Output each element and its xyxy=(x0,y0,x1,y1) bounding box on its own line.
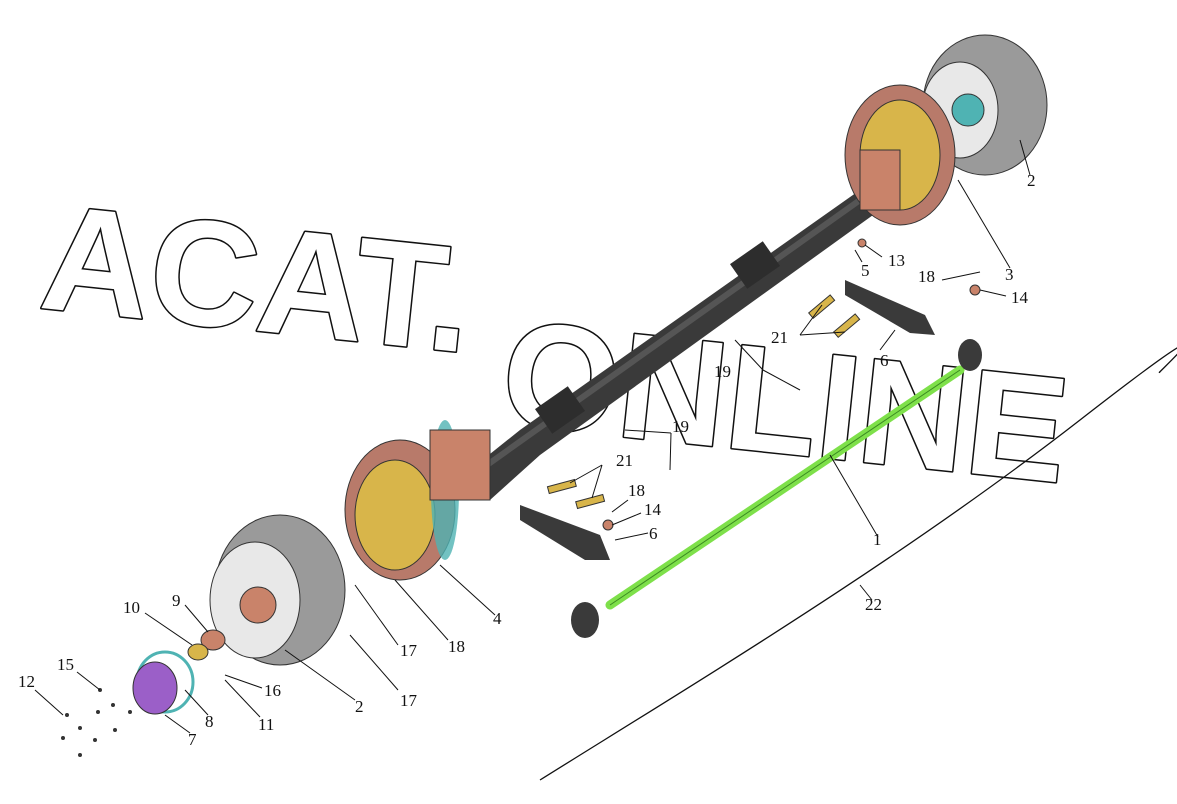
callout-22: 22 xyxy=(865,595,882,614)
brake-drum-left xyxy=(209,514,346,666)
callout-6-left: 6 xyxy=(649,524,658,543)
callout-4: 4 xyxy=(493,609,502,628)
callout-8: 8 xyxy=(205,712,214,731)
callout-9: 9 xyxy=(172,591,181,610)
callout-10: 10 xyxy=(123,598,140,617)
callout-15: 15 xyxy=(57,655,74,674)
hub-cap xyxy=(132,661,178,715)
callout-19-lower: 19 xyxy=(672,417,689,436)
callout-16: 16 xyxy=(264,681,281,700)
watermark: ACAT. ONLINE xyxy=(33,171,1077,516)
leader-lines xyxy=(34,139,1031,734)
steering-arm-right xyxy=(845,280,935,335)
callout-18-left: 18 xyxy=(628,481,645,500)
brake-assembly-right xyxy=(844,84,956,226)
callout-6-right: 6 xyxy=(880,351,889,370)
callout-12: 12 xyxy=(18,672,35,691)
brake-line-22 xyxy=(539,347,1177,781)
nut-13 xyxy=(857,238,867,248)
brake-assembly-left xyxy=(344,420,491,581)
callouts: 1 2 2 3 4 5 6 6 7 8 9 10 11 12 13 14 14 … xyxy=(18,171,1036,749)
callout-3: 3 xyxy=(1005,265,1014,284)
callout-14-left: 14 xyxy=(644,500,662,519)
callout-7: 7 xyxy=(188,730,197,749)
callout-2-right-drum: 2 xyxy=(1027,171,1036,190)
callout-13: 13 xyxy=(888,251,905,270)
callout-14-right: 14 xyxy=(1011,288,1029,307)
callout-17-upper: 17 xyxy=(400,641,418,660)
callout-19-upper: 19 xyxy=(714,362,731,381)
callout-11: 11 xyxy=(258,715,274,734)
axle-beam xyxy=(470,190,880,500)
callout-21-upper: 21 xyxy=(771,328,788,347)
callout-18-right: 18 xyxy=(918,267,935,286)
steering-arm-left xyxy=(520,505,610,560)
bearing-10 xyxy=(187,643,209,661)
seal-9 xyxy=(200,629,226,651)
tie-rod-end-left xyxy=(571,602,599,638)
watermark-line1: ACAT. xyxy=(34,172,480,384)
tie-rod xyxy=(571,339,982,638)
nut-14-left xyxy=(602,519,614,531)
callout-21-lower: 21 xyxy=(616,451,633,470)
callout-1: 1 xyxy=(873,530,882,549)
callout-2-left-drum: 2 xyxy=(355,697,364,716)
nut-14-right xyxy=(969,284,981,296)
small-bolts xyxy=(61,688,132,757)
king-pins xyxy=(546,294,861,510)
callout-5: 5 xyxy=(861,261,870,280)
callout-17-lower: 17 xyxy=(400,691,418,710)
tie-rod-end-right xyxy=(958,339,982,371)
callout-18-drum: 18 xyxy=(448,637,465,656)
